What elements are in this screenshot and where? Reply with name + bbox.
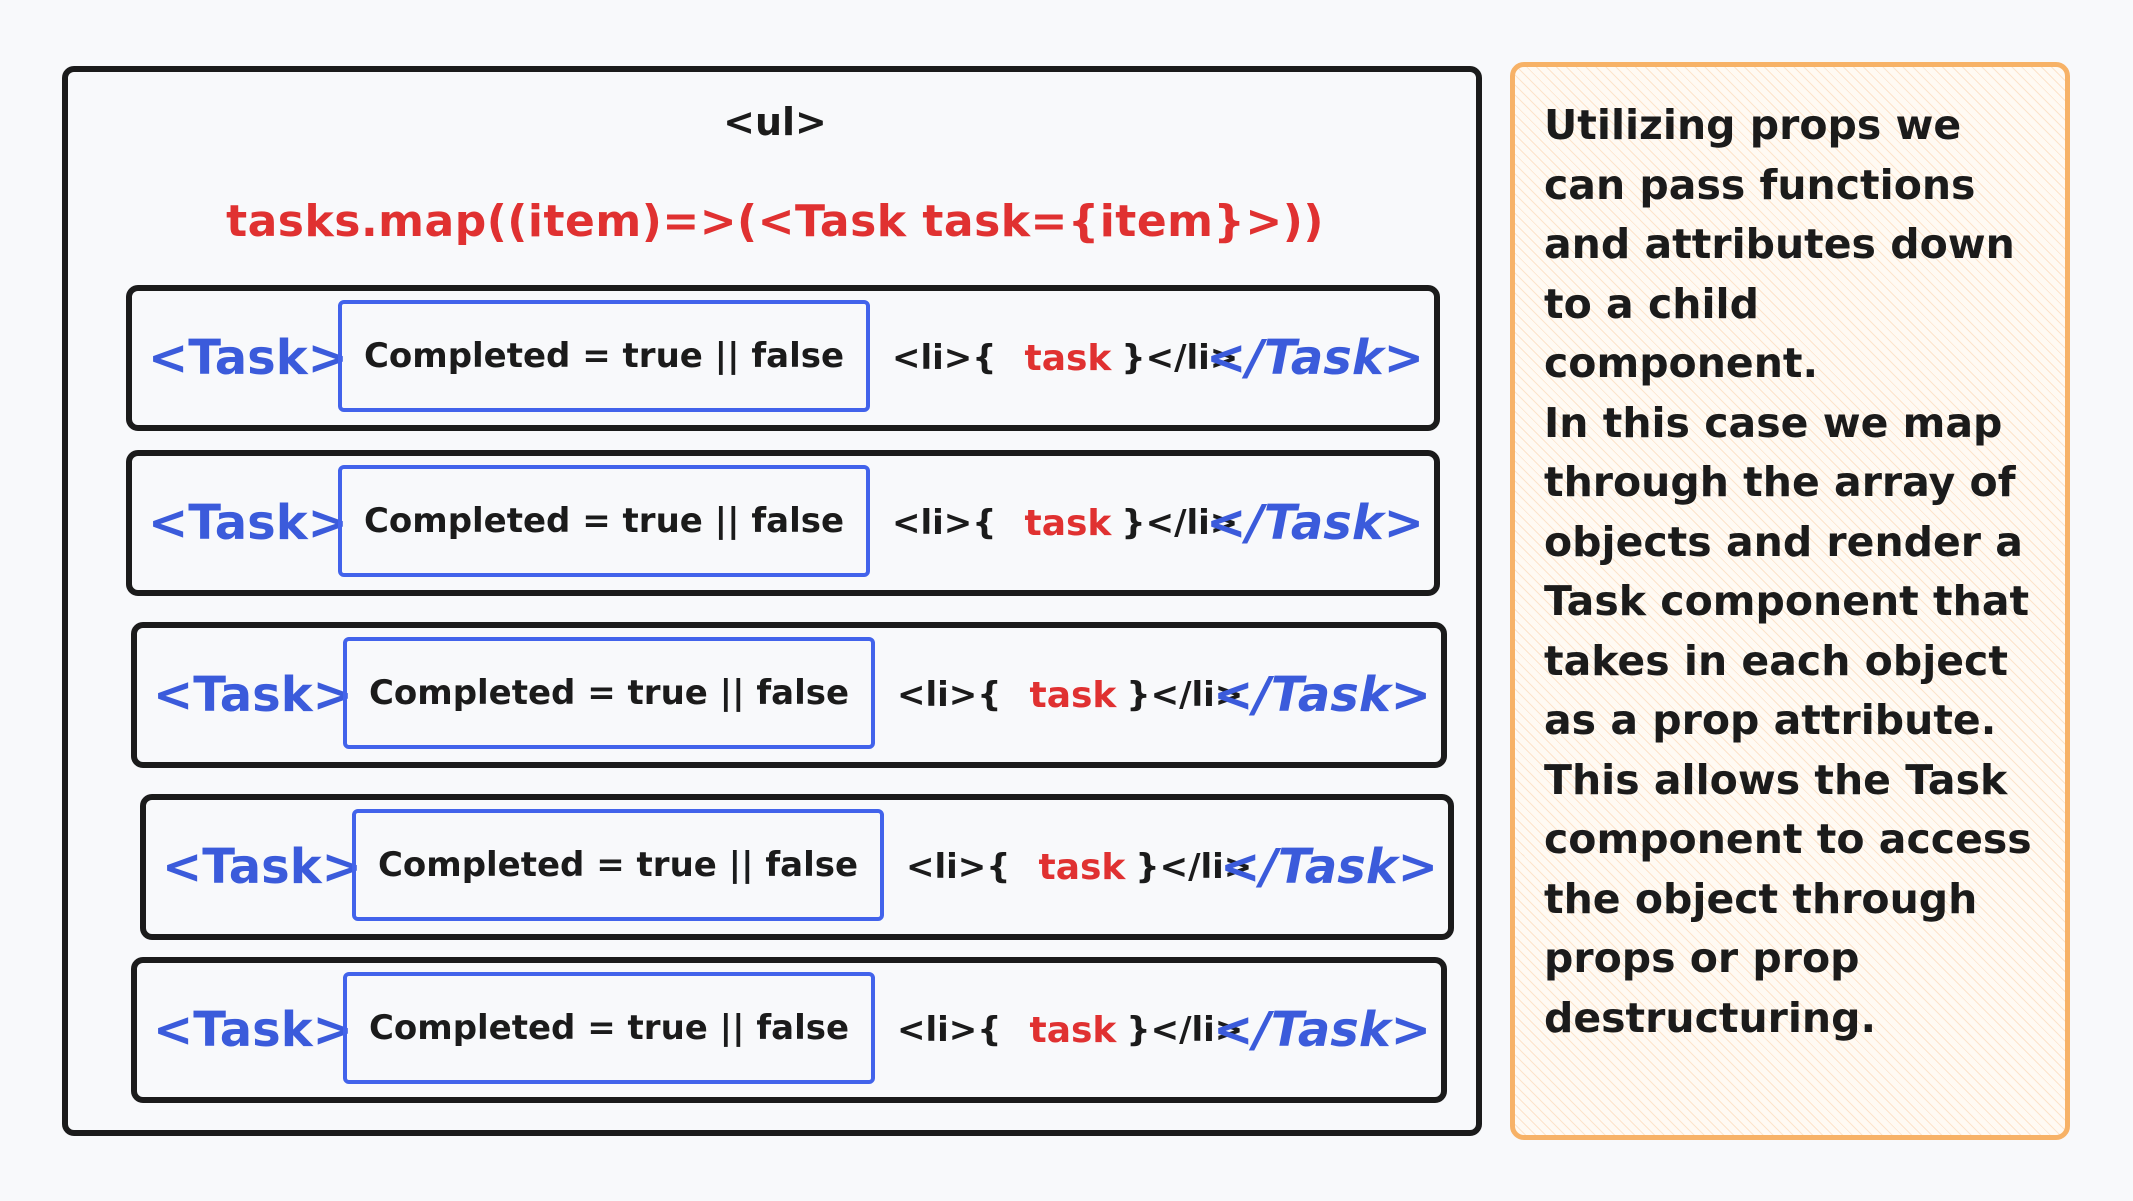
note-box [1510,62,2070,1140]
note-line: component to access [1544,815,2032,863]
completed-prop-box: Completed = true || false [338,465,870,577]
task-variable: task [1024,502,1112,544]
task-variable: task [1038,846,1126,888]
li-close: }</li> [1126,1010,1244,1050]
note-line: takes in each object [1544,636,2008,685]
note-line: through the array of [1544,458,2016,506]
li-open: <li>{ [906,847,1011,887]
li-open: <li>{ [892,338,997,378]
map-expression-label: tasks.map((item)=>(<Task task={item}>)) [226,196,1324,247]
task-open-tag: <Task> [148,495,348,551]
note-line: props or prop [1544,934,1860,982]
li-close: }</li> [1121,338,1239,378]
task-close-tag: </Task> [1213,667,1431,723]
completed-prop-box: Completed = true || false [338,300,870,412]
note-line: and attributes down [1544,220,2015,268]
li-close: }</li> [1135,847,1253,887]
task-close-tag: </Task> [1220,839,1438,895]
li-open: <li>{ [897,1010,1002,1050]
note-line: as a prop attribute. [1544,696,1997,744]
completed-prop-box: Completed = true || false [343,637,875,749]
task-open-tag: <Task> [153,1002,353,1058]
task-close-tag: </Task> [1213,1002,1431,1058]
task-variable: task [1024,337,1112,379]
note-line: to a child component. [1544,279,1819,388]
task-open-tag: <Task> [148,330,348,386]
task-close-tag: </Task> [1206,330,1424,386]
note-line: the object through [1544,874,1978,923]
task-row: <Task>Completed = true || false <li>{ task… [126,450,1440,596]
ul-tag-label: <ul> [723,100,827,144]
task-open-tag: <Task> [162,839,362,895]
li-element: <li>{ task}</li> [897,628,1243,762]
li-element: <li>{ task}</li> [897,963,1243,1097]
li-element: <li>{ task}</li> [892,291,1238,425]
task-variable: task [1029,1009,1117,1051]
li-close: }</li> [1126,675,1244,715]
li-element: <li>{ task}</li> [906,800,1252,934]
note-line: This allows the Task [1544,755,2008,804]
task-close-tag: </Task> [1206,495,1424,551]
note-line: In this case we map [1544,398,2003,447]
note-line: objects and render a [1544,517,2023,566]
li-close: }</li> [1121,503,1239,543]
completed-prop-box: Completed = true || false [352,809,884,921]
task-open-tag: <Task> [153,667,353,723]
completed-prop-box: Completed = true || false [343,972,875,1084]
task-row: <Task>Completed = true || false <li>{ task… [131,957,1447,1103]
ul-container-box [62,66,1482,1136]
li-element: <li>{ task}</li> [892,456,1238,590]
li-open: <li>{ [897,675,1002,715]
note-text: Utilizing props we can pass functions and … [1544,96,2044,1048]
li-open: <li>{ [892,503,997,543]
note-line: can pass functions [1544,160,1976,209]
task-row: <Task>Completed = true || false <li>{ task… [140,794,1454,940]
note-line: destructuring. [1544,993,1877,1042]
note-line: Task component that [1544,577,2030,625]
task-variable: task [1029,674,1117,716]
task-row: <Task>Completed = true || false <li>{ task… [126,285,1440,431]
task-row: <Task>Completed = true || false <li>{ task… [131,622,1447,768]
note-line: Utilizing props we [1544,101,1962,149]
